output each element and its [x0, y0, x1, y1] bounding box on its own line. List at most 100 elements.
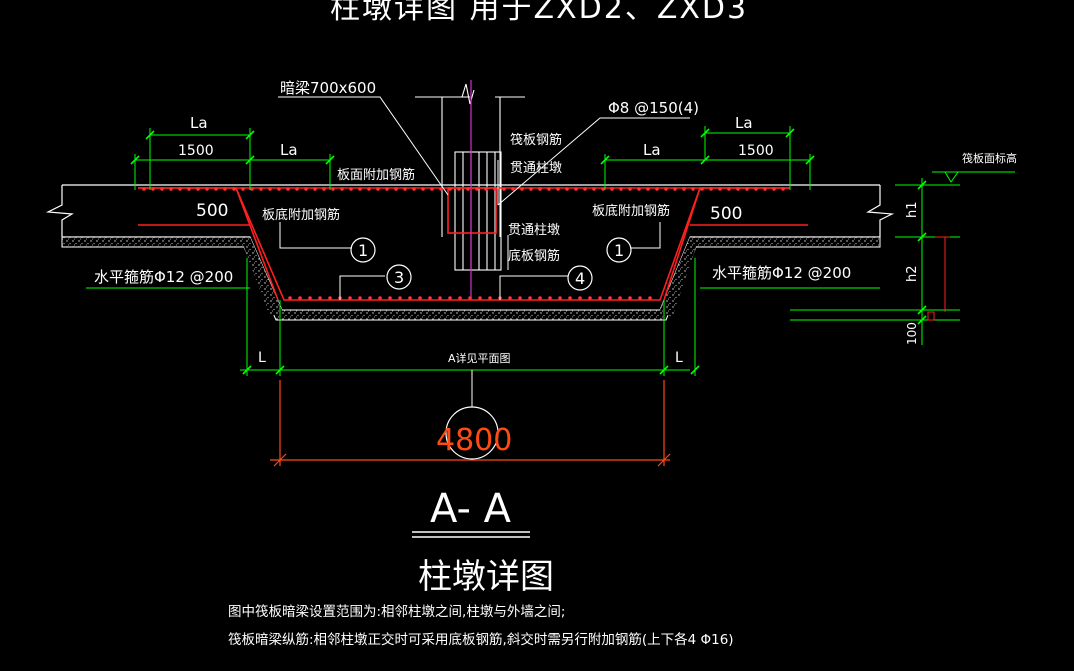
label-raft-top-elevation: 筏板面标高: [962, 151, 1017, 165]
rebar-dot: [169, 187, 173, 191]
side-fill-left: [244, 237, 282, 318]
dim-1500-right: 1500: [738, 143, 774, 159]
rebar-dot: [568, 296, 572, 300]
label-plan-ref: A详见平面图: [448, 351, 511, 365]
rebar-dot: [736, 187, 740, 191]
column-dark-beam: [415, 83, 525, 271]
rebar-dot: [388, 296, 392, 300]
label-raft-rebar-2: 贯通柱墩: [510, 161, 562, 176]
rebar-dot: [268, 187, 272, 191]
rebar-dot: [160, 187, 164, 191]
callout-4: 4: [575, 269, 585, 288]
rebar-dot: [214, 187, 218, 191]
rebar-dot: [727, 187, 731, 191]
rebar-dot: [682, 187, 686, 191]
rebar-dot: [232, 187, 236, 191]
rebar-dot: [538, 187, 542, 191]
rebar-dot: [618, 296, 622, 300]
rebar-dot: [763, 187, 767, 191]
rebar-dots: [142, 187, 785, 300]
rebar-dot: [277, 187, 281, 191]
rebar-dot: [348, 296, 352, 300]
rebar-dot: [700, 187, 704, 191]
rebar-dot: [709, 187, 713, 191]
rebar-dot: [637, 187, 641, 191]
rebar-dot: [394, 187, 398, 191]
dim-1500-left: 1500: [178, 143, 214, 159]
rebar-dot: [403, 187, 407, 191]
rebar-dot: [250, 187, 254, 191]
rebar-dot: [331, 187, 335, 191]
rebar-dot: [628, 187, 632, 191]
rebar-dot: [493, 187, 497, 191]
rebar-dot: [598, 296, 602, 300]
label-h-stirrup-left: 水平箍筋Φ12 @200: [94, 268, 233, 286]
rebar-dot: [439, 187, 443, 191]
dim-la-top-right: La: [735, 114, 753, 132]
rebar-dot: [151, 187, 155, 191]
rebar-dot: [718, 187, 722, 191]
rebar-dot: [295, 187, 299, 191]
callout-1-right: 1: [614, 241, 624, 260]
rebar-dot: [466, 187, 470, 191]
label-bottom-additional-right: 板底附加钢筋: [592, 203, 670, 219]
rebar-dot: [511, 187, 515, 191]
rebar-dot: [288, 296, 292, 300]
rebar-dot: [488, 296, 492, 300]
rebar-dot: [520, 187, 524, 191]
rebar-dot: [457, 187, 461, 191]
rebar-dot: [548, 296, 552, 300]
label-bottom-additional-left: 板底附加钢筋: [262, 207, 340, 223]
rebar-dot: [367, 187, 371, 191]
callout-circles: [350, 237, 632, 291]
rebar-dot: [610, 187, 614, 191]
rebar-dot: [508, 296, 512, 300]
label-through-pier-1: 贯通柱墩: [508, 223, 560, 238]
rebar-dot: [408, 296, 412, 300]
rebar-dot: [358, 296, 362, 300]
rebar-dot: [418, 296, 422, 300]
rebar-dot: [412, 187, 416, 191]
dim-100: 100: [905, 322, 919, 345]
rebar-dot: [578, 296, 582, 300]
raft-slab-outline: [45, 184, 895, 238]
rebar-dot: [772, 187, 776, 191]
rebar-dot: [468, 296, 472, 300]
dimension-lines: [86, 126, 1015, 376]
rebar-dot: [241, 187, 245, 191]
rebar-dot: [178, 187, 182, 191]
rebar-dot: [673, 187, 677, 191]
note-line-1: 图中筏板暗梁设置范围为:相邻柱墩之间,柱墩与外墙之间;: [228, 604, 566, 620]
rebar-dot: [638, 296, 642, 300]
rebar-dot: [745, 187, 749, 191]
rebar-dot: [318, 296, 322, 300]
rebar-dot: [368, 296, 372, 300]
rebar-dot: [205, 187, 209, 191]
dim-l-right: L: [675, 350, 683, 366]
label-stirrup: Φ8 @150(4): [608, 99, 699, 117]
rebar-dot: [484, 187, 488, 191]
rebar-dot: [691, 187, 695, 191]
rebar-dot: [286, 187, 290, 191]
rebar-lines: [138, 187, 808, 301]
rebar-dot: [376, 187, 380, 191]
rebar-dot: [458, 296, 462, 300]
rebar-dot: [475, 187, 479, 191]
leader-lines: [278, 96, 690, 300]
rebar-dot: [187, 187, 191, 191]
rebar-dot: [421, 187, 425, 191]
dim-h2: h2: [905, 265, 920, 282]
rebar-dot: [448, 187, 452, 191]
dim-500-left: 500: [196, 201, 228, 221]
rebar-dot: [322, 187, 326, 191]
rebar-dot: [648, 296, 652, 300]
rebar-dot: [259, 187, 263, 191]
rebar-dot: [430, 187, 434, 191]
rebar-dot: [378, 296, 382, 300]
rebar-dot: [664, 187, 668, 191]
rebar-dot: [385, 187, 389, 191]
rebar-dot: [502, 187, 506, 191]
dim-total: 4800: [436, 423, 512, 458]
dim-la-left: La: [280, 141, 298, 159]
